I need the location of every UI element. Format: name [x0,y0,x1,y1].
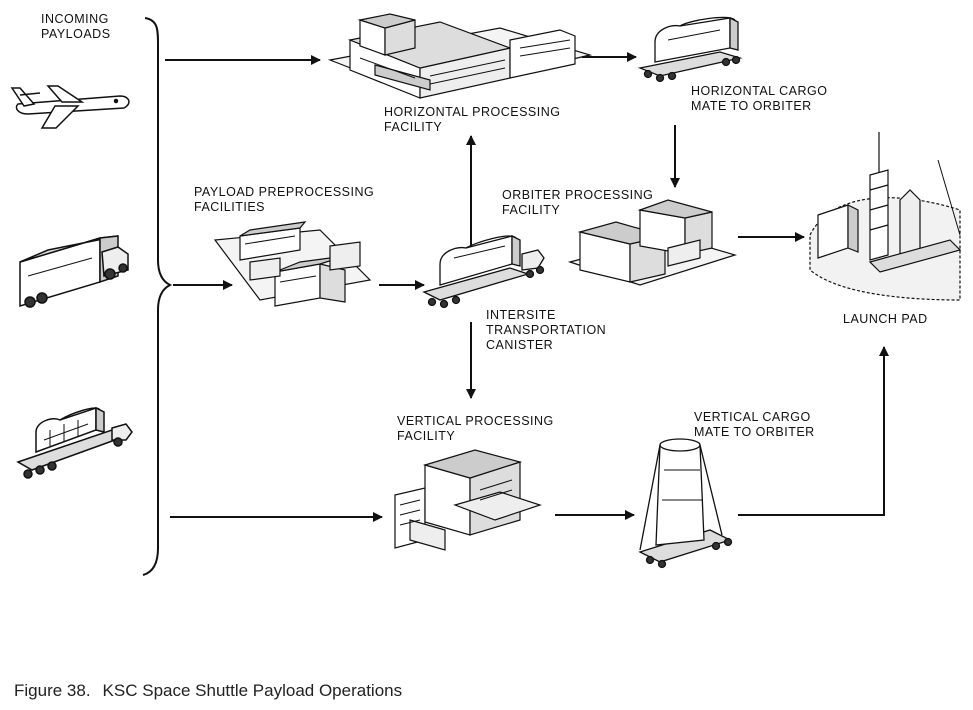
figure-caption: Figure 38. KSC Space Shuttle Payload Oper… [14,681,414,701]
canister-truck-icon [16,406,133,479]
flow-arrows [165,52,889,522]
orbiter-processing-facility-illustration [567,199,738,286]
airplane-icon [10,85,130,129]
horizontal-cargo-mate-label: HORIZONTAL CARGO MATE TO ORBITER [691,84,828,113]
vertical-cargo-canister-illustration [638,438,733,569]
incoming-bracket [142,17,173,576]
horizontal-processing-facility-label: HORIZONTAL PROCESSING FACILITY [384,105,561,134]
vertical-processing-facility-label: VERTICAL PROCESSING FACILITY [397,414,554,443]
horizontal-processing-facility-illustration [327,13,593,99]
launch-pad-label: LAUNCH PAD [843,312,928,326]
vertical-cargo-mate-label: VERTICAL CARGO MATE TO ORBITER [694,410,815,439]
incoming-payloads-label: INCOMING PAYLOADS [41,12,111,41]
figure-number: Figure 38. [14,681,91,700]
arrow-vertical-cargo-to-launchpad [738,346,889,516]
launch-pad-illustration [809,132,962,301]
figure-title: KSC Space Shuttle Payload Operations [102,681,403,700]
horizontal-cargo-canister-illustration [637,16,743,83]
payload-preprocessing-label: PAYLOAD PREPROCESSING FACILITIES [194,185,375,214]
payload-preprocessing-illustration [213,221,372,307]
intersite-canister-illustration [422,234,545,309]
intersite-canister-label: INTERSITE TRANSPORTATION CANISTER [486,308,607,352]
trailer-truck-icon [19,235,129,308]
orbiter-processing-facility-label: ORBITER PROCESSING FACILITY [502,188,654,217]
vertical-processing-facility-illustration [394,449,542,551]
